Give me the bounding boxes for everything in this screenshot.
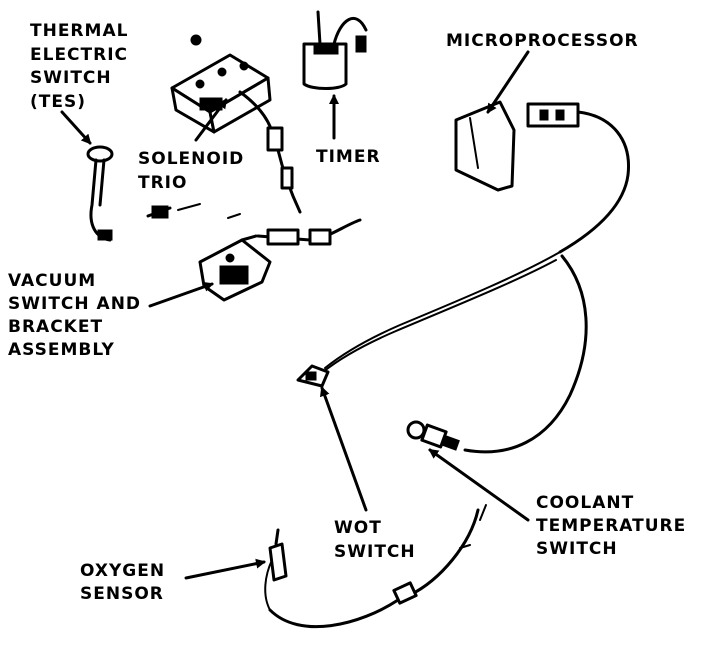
oxygen-label: OXYGEN SENSOR xyxy=(80,561,172,604)
solenoid-trio-part xyxy=(170,34,302,214)
loose-connectors xyxy=(146,203,362,246)
timer-part xyxy=(302,10,368,90)
timer-label-line-1: TIMER xyxy=(316,147,381,167)
solenoid-label-line-2: TRIO xyxy=(138,173,187,193)
vacuum-label-line-4: ASSEMBLY xyxy=(8,340,115,360)
tes-arrow xyxy=(60,110,92,145)
wot-label-line-1: WOT xyxy=(334,518,382,538)
tes-label-line-1: THERMAL xyxy=(30,21,128,41)
solenoid-label: SOLENOID TRIO xyxy=(138,149,251,193)
oxygen-label-line-1: OXYGEN xyxy=(80,561,165,581)
coolant-switch-part xyxy=(406,420,460,451)
microprocessor-label-line-1: MICROPROCESSOR xyxy=(446,31,639,51)
oxygen-arrow xyxy=(184,558,266,580)
microprocessor-arrow xyxy=(486,50,530,114)
coolant-arrow xyxy=(428,448,530,522)
tes-label-line-3: SWITCH xyxy=(30,68,112,88)
tes-part xyxy=(86,145,114,242)
solenoid-arrow xyxy=(194,98,228,142)
vacuum-label: VACUUM SWITCH AND BRACKET ASSEMBLY xyxy=(8,271,148,360)
coolant-label-line-3: SWITCH xyxy=(536,539,618,559)
timer-label: TIMER xyxy=(316,147,381,167)
coolant-label-line-2: TEMPERATURE xyxy=(536,516,686,536)
microprocessor-label: MICROPROCESSOR xyxy=(446,31,639,51)
coolant-label-line-1: COOLANT xyxy=(536,493,634,513)
wot-label-line-2: SWITCH xyxy=(334,542,416,562)
tes-label-line-2: ELECTRIC xyxy=(30,45,128,65)
wot-label: WOT SWITCH xyxy=(334,518,416,562)
wot-switch-part xyxy=(296,364,330,388)
vacuum-label-line-1: VACUUM xyxy=(8,271,96,291)
oxygen-sensor-part xyxy=(268,528,418,605)
tes-label: THERMAL ELECTRIC SWITCH (TES) xyxy=(30,21,135,112)
coolant-label: COOLANT TEMPERATURE SWITCH xyxy=(536,493,693,559)
vacuum-label-line-2: SWITCH AND xyxy=(8,294,141,314)
microprocessor-part xyxy=(454,100,580,192)
vacuum-label-line-3: BRACKET xyxy=(8,317,103,337)
vacuum-switch-part xyxy=(198,234,272,302)
solenoid-label-line-1: SOLENOID xyxy=(138,149,244,169)
tes-label-line-4: (TES) xyxy=(30,92,86,112)
wot-arrow xyxy=(320,386,368,512)
vacuum-arrow xyxy=(148,281,214,308)
oxygen-label-line-2: SENSOR xyxy=(80,584,164,604)
leader-arrows xyxy=(60,50,530,580)
wiring-harness xyxy=(264,110,631,629)
